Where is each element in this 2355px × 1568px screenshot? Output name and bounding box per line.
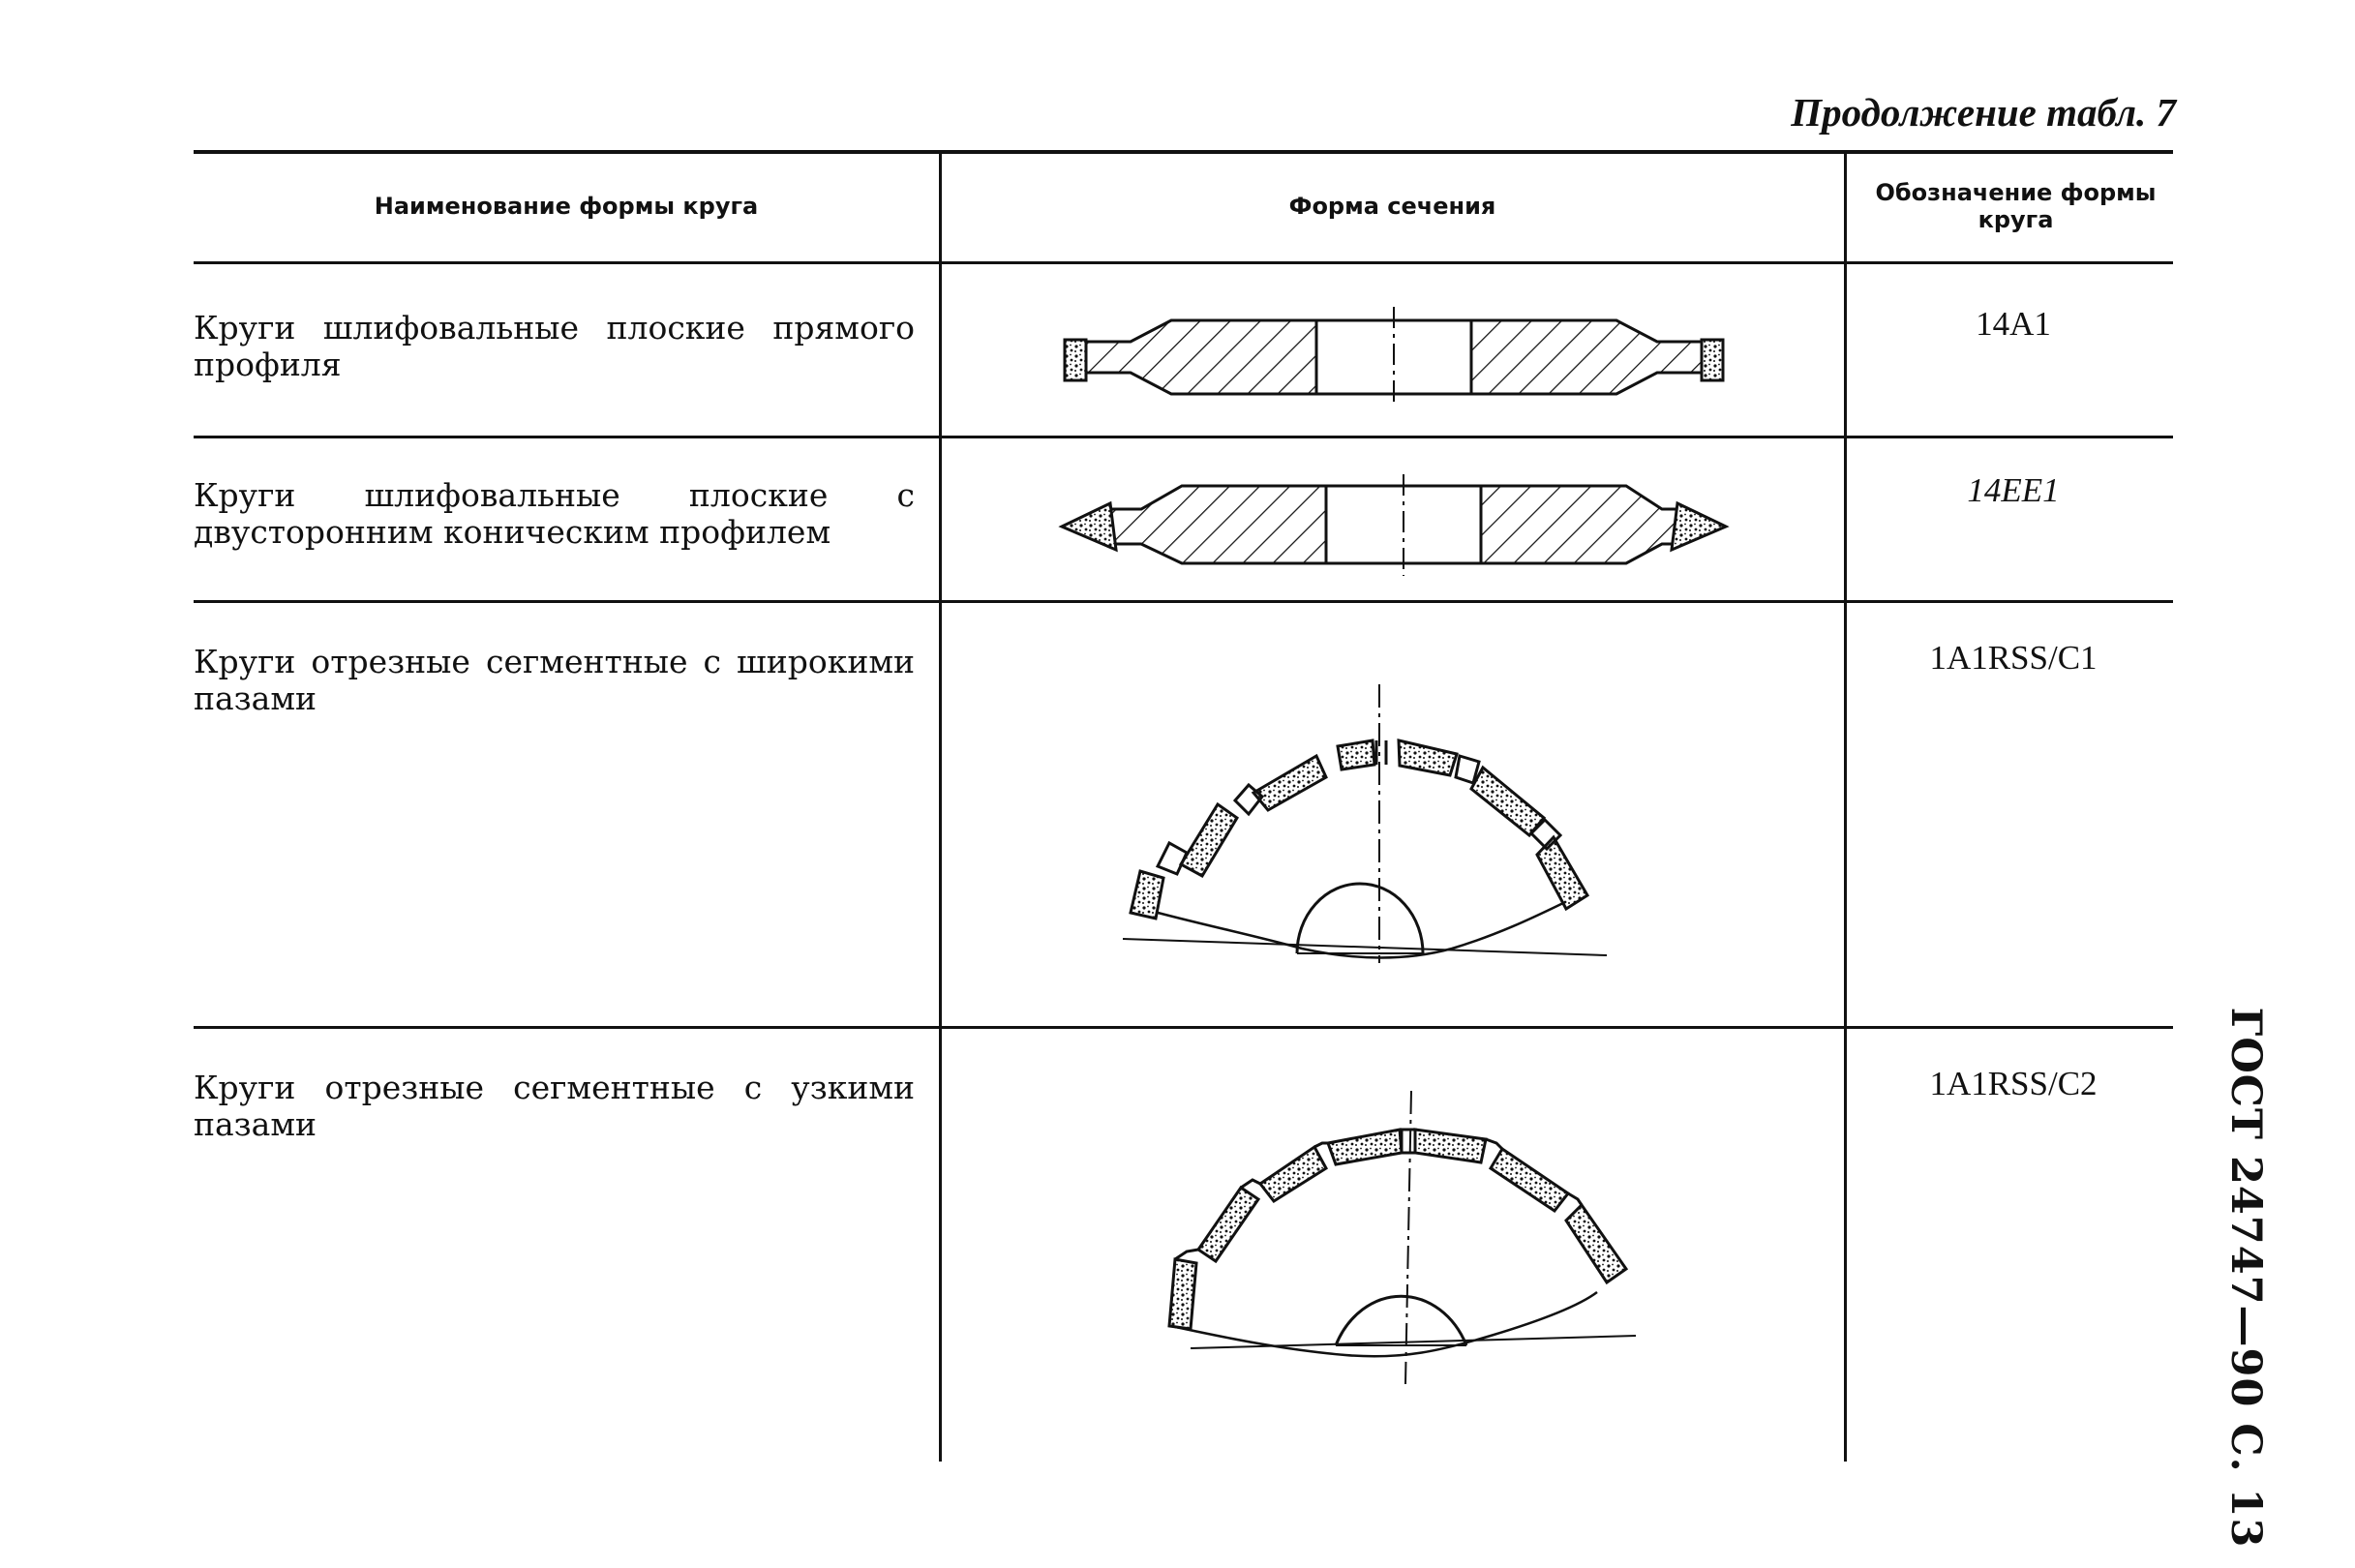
row-rule-2 <box>194 600 2173 603</box>
header-bottom-rule <box>194 261 2173 264</box>
row-rule-1 <box>194 436 2173 438</box>
wheel-shapes-table: Наименование формы круга Форма сечения О… <box>194 150 2173 1462</box>
col-divider-2 <box>1844 150 1847 1462</box>
standard-page-stamp-text: ГОСТ 24747—90 С. 13 <box>2221 1007 2270 1549</box>
section-drawing-14EE1 <box>1058 474 1730 576</box>
header-designation: Обозначение формы круга <box>1875 179 2157 233</box>
row-rule-3 <box>194 1026 2173 1029</box>
row-4-designation: 1A1RSS/C2 <box>1929 1065 2098 1102</box>
header-name: Наименование формы круга <box>374 193 759 220</box>
header-section: Форма сечения <box>1288 193 1496 220</box>
row-1-name: Круги шлифовальные плоские прямого профи… <box>194 309 915 383</box>
table-top-rule <box>194 150 2173 154</box>
section-drawing-1A1RSS-C2 <box>1167 1090 1637 1385</box>
col-divider-1 <box>939 150 942 1462</box>
row-3-name: Круги отрезные сегментные с широкими паз… <box>194 643 915 717</box>
row-4-name: Круги отрезные сегментные с узкими пазам… <box>194 1069 915 1143</box>
section-drawing-1A1RSS-C1 <box>1122 684 1608 963</box>
row-2-designation: 14EE1 <box>1967 471 2060 509</box>
standard-page-stamp: ГОСТ 24747—90 С. 13 <box>2217 1008 2275 1549</box>
row-1-designation: 14A1 <box>1976 305 2051 343</box>
section-drawing-14A1 <box>1063 307 1725 407</box>
row-3-designation: 1A1RSS/C1 <box>1929 639 2098 677</box>
row-2-name: Круги шлифовальные плоские с двусторонни… <box>194 476 915 551</box>
continuation-label: Продолжение табл. 7 <box>1791 90 2176 135</box>
